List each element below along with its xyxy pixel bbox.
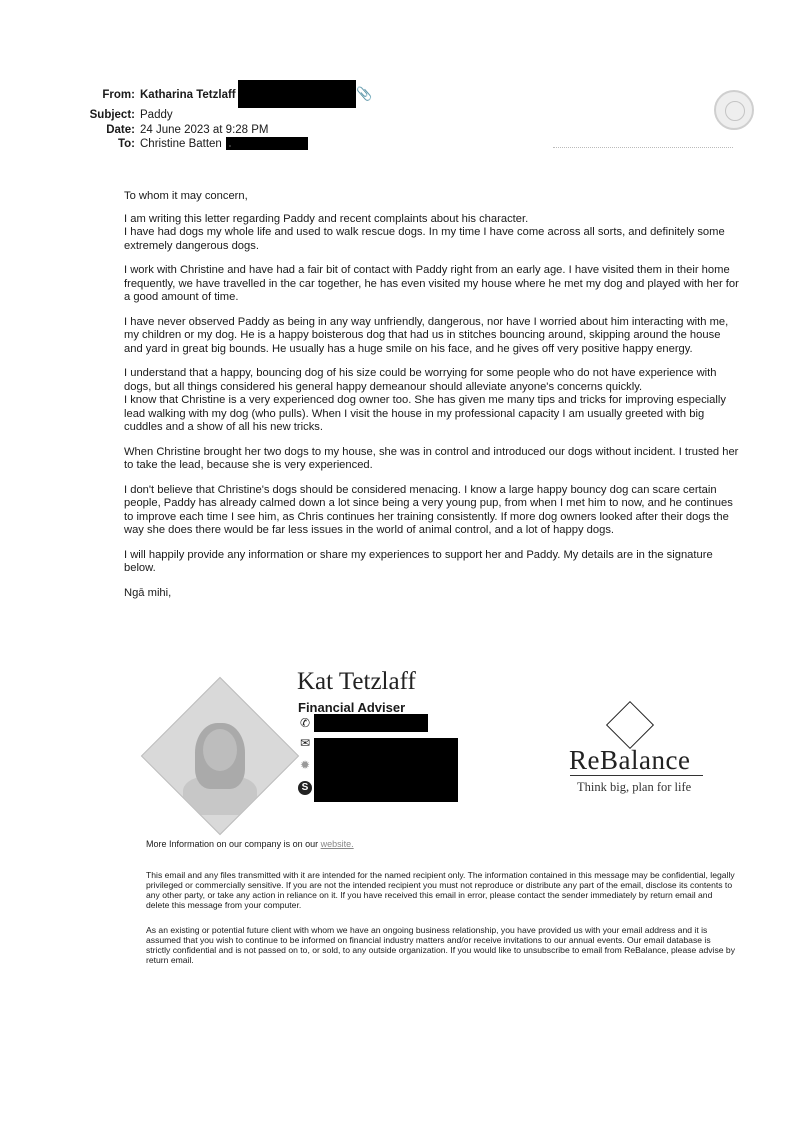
paragraph-6: I don't believe that Christine's dogs sh… [124,483,733,537]
from-row: From: Katharina Tetzlaff [88,80,356,108]
contact-redaction [314,738,458,802]
signature-title: Financial Adviser [298,700,406,715]
disclaimer-confidentiality: This email and any files transmitted wit… [146,870,735,910]
redaction-block [237,80,356,108]
subject-row: Subject: Paddy [88,108,356,123]
paragraph-1: I am writing this letter regarding Paddy… [124,213,742,254]
paragraph-3: I have never observed Paddy as being in … [124,315,729,355]
phone-icon: ✆ [299,716,311,730]
photo-face [203,729,237,771]
profile-photo [140,676,300,836]
paragraph-1b: I have had dogs my whole life and used t… [124,226,725,252]
date-row: Date: 24 June 2023 at 9:28 PM [88,123,356,138]
website-link[interactable]: website. [320,839,354,849]
skype-icon: S [298,781,312,795]
paragraph-4: I understand that a happy, bouncing dog … [124,367,742,435]
paragraph-7: I will happily provide any information o… [124,548,713,575]
from-label: From: [102,89,135,101]
to-row: To: Christine Batten [88,137,356,152]
web-icon: ✹ [299,758,311,772]
phone-redaction [314,714,428,732]
logo-underline [570,775,703,776]
letter-body: To whom it may concern, I am writing thi… [124,190,742,611]
email-icon: ✉ [299,736,311,750]
date-label: Date: [106,123,135,136]
signoff: Ngā mihi, [124,586,172,599]
to-label: To: [117,138,135,150]
to-value: Christine Batten [140,138,222,150]
seal-icon [714,90,754,130]
from-value: Katharina Tetzlaff [140,89,236,101]
more-info-text: More Information on our company is on ou… [146,839,319,849]
subject-value: Paddy [140,109,173,121]
logo-tagline: Think big, plan for life [577,780,692,794]
logo-name: ReBalance [569,745,691,775]
salutation: To whom it may concern, [124,190,248,202]
signature-name: Kat Tetzlaff [297,668,416,695]
scan-speck [229,145,231,147]
date-value: 24 June 2023 at 9:28 PM [140,123,269,136]
paragraph-4a: I understand that a happy, bouncing dog … [124,367,717,393]
more-info-line: More Information on our company is on ou… [146,839,354,849]
paperclip-icon[interactable]: 📎 [356,86,373,101]
email-header: From: Katharina Tetzlaff Subject: Paddy … [88,80,356,152]
paragraph-5: When Christine brought her two dogs to m… [124,445,739,472]
subject-label: Subject: [89,109,135,121]
paragraph-2: I work with Christine and have had a fai… [124,264,739,303]
disclaimer-mailing-list: As an existing or potential future clien… [146,925,735,965]
rebalance-logo-icon [605,700,655,750]
faint-divider [553,147,733,148]
paragraph-4b: I know that Christine is a very experien… [124,394,726,433]
paragraph-1-line: I am writing this letter regarding Paddy… [124,212,529,225]
redaction-block [225,137,308,150]
